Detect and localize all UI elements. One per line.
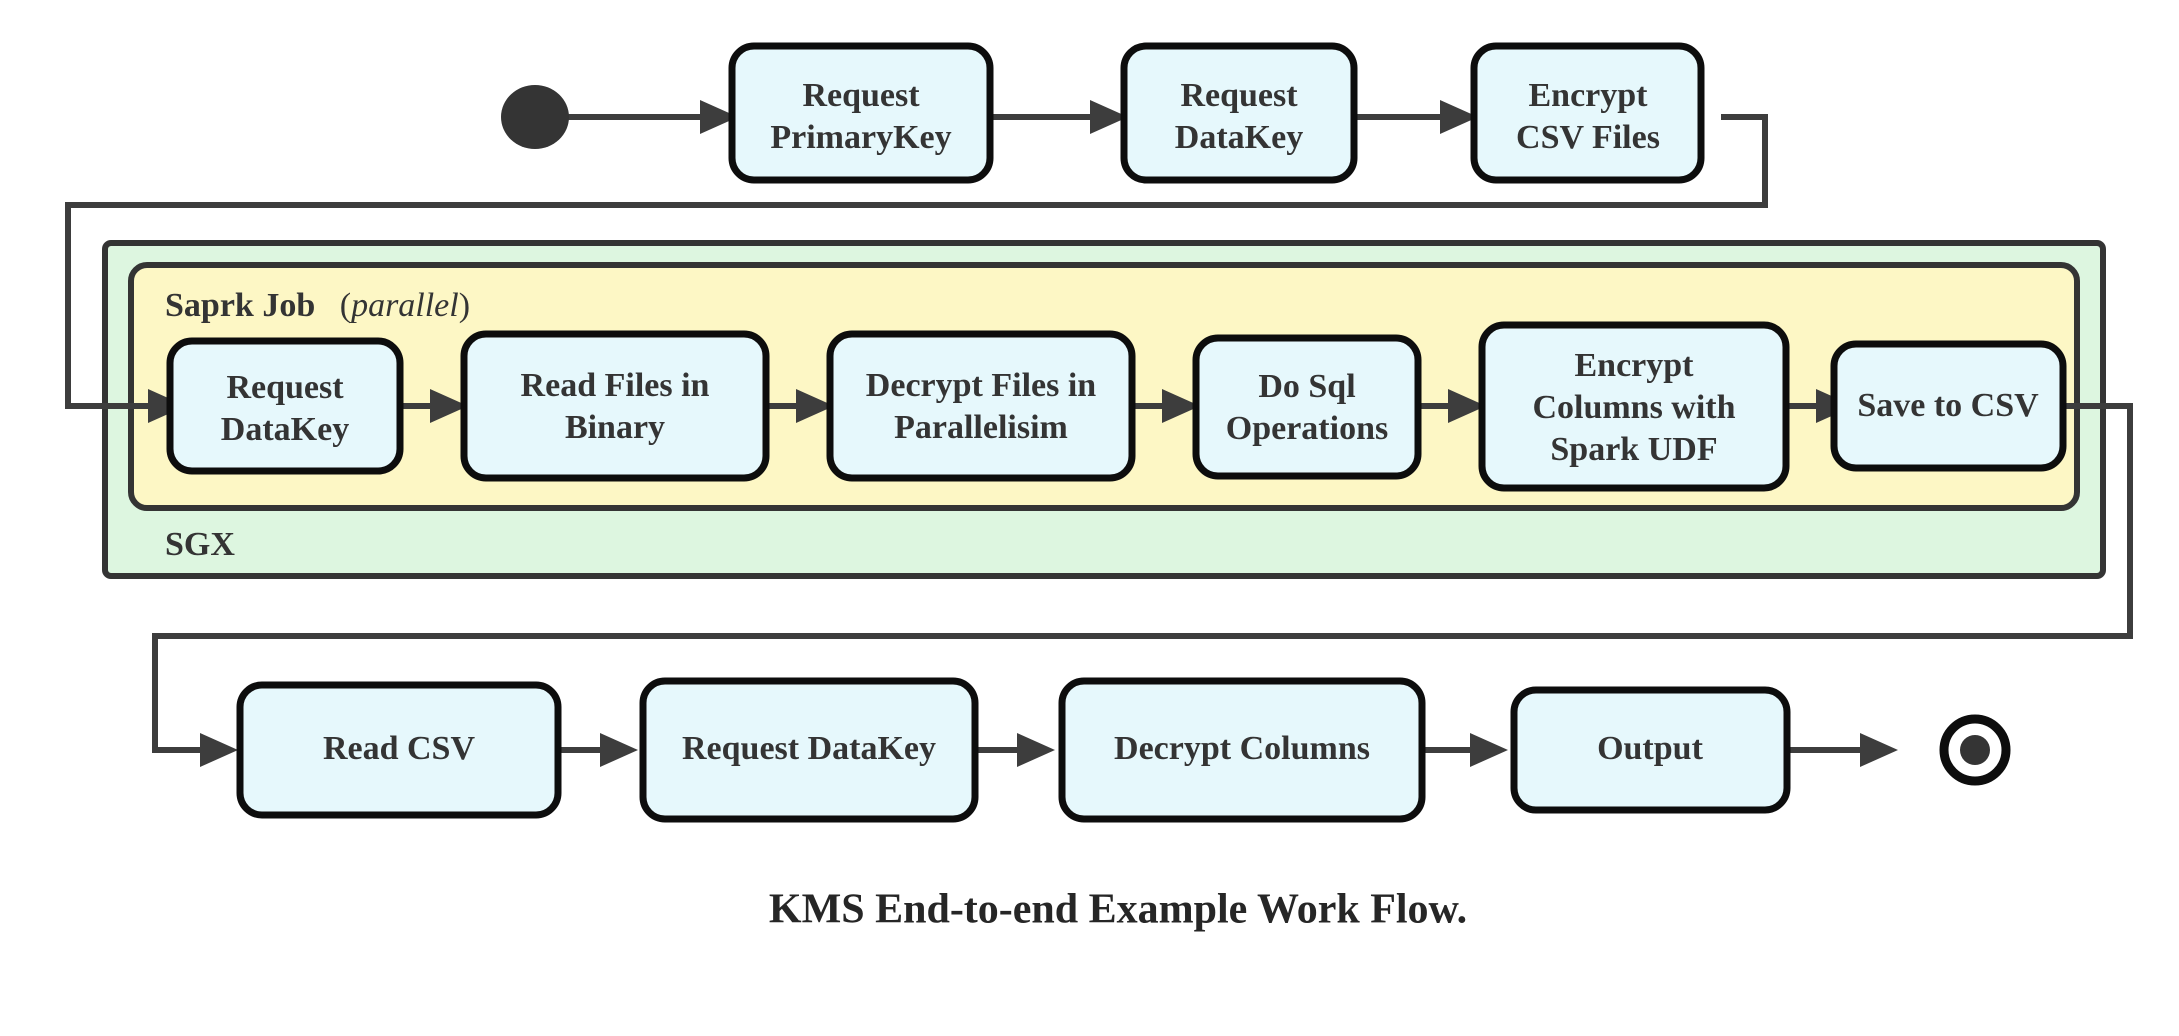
node-request-datakey-top[interactable]: Request DataKey	[1120, 42, 1358, 184]
edge-read-csv-to-request-datakey-bottom	[558, 733, 638, 767]
node-encrypt-csv-files-shape[interactable]	[1470, 42, 1705, 184]
node-encrypt-csv-files[interactable]: Encrypt CSV Files	[1470, 42, 1705, 184]
node-save-to-csv-shape[interactable]	[1830, 340, 2067, 472]
container-spark-job-label: Saprk Job (parallel)	[165, 287, 470, 324]
node-request-primarykey[interactable]: Request PrimaryKey	[728, 42, 994, 184]
node-request-datakey-mid[interactable]: Request DataKey	[166, 337, 404, 475]
edge-save-to-csv-to-read-csv	[152, 403, 2133, 767]
node-output[interactable]: Output	[1510, 686, 1791, 814]
node-do-sql-operations-shape[interactable]	[1192, 334, 1422, 480]
edge-output-to-end	[1787, 733, 1898, 767]
container-spark-job-label-paren-close: )	[459, 287, 470, 324]
node-output-line-0: Output	[1597, 730, 1703, 767]
node-request-datakey-top-line-1: DataKey	[1175, 119, 1303, 156]
node-request-primarykey-shape[interactable]	[728, 42, 994, 184]
node-read-files-in-binary-shape[interactable]	[460, 330, 770, 482]
node-read-csv-shape[interactable]	[236, 681, 562, 819]
node-encrypt-csv-files-line-0: Encrypt	[1529, 77, 1649, 114]
node-read-csv-line-0: Read CSV	[323, 730, 476, 767]
node-encrypt-columns-with-spark-udf[interactable]: Encrypt Columns with Spark UDF	[1478, 321, 1790, 492]
node-request-datakey-mid-shape[interactable]	[166, 337, 404, 475]
node-output-shape[interactable]	[1510, 686, 1791, 814]
node-request-datakey-bottom-shape[interactable]	[639, 677, 979, 823]
node-read-csv[interactable]: Read CSV	[236, 681, 562, 819]
node-request-primarykey-line-1: PrimaryKey	[770, 119, 951, 156]
edge-do-sql-operations-to-encrypt-columns	[1418, 389, 1486, 423]
node-decrypt-columns-shape[interactable]	[1058, 677, 1426, 823]
node-do-sql-operations-line-1: Operations	[1226, 410, 1388, 447]
node-request-datakey-bottom[interactable]: Request DataKey	[639, 677, 979, 823]
node-decrypt-columns[interactable]: Decrypt Columns	[1058, 677, 1426, 823]
container-spark-job-label-main: Saprk Job	[165, 287, 315, 324]
diagram-caption: KMS End-to-end Example Work Flow.	[769, 887, 1467, 933]
node-encrypt-columns-with-spark-udf-line-2: Spark UDF	[1550, 431, 1717, 468]
start-node-icon	[501, 85, 569, 149]
edge-decrypt-files-to-do-sql-operations	[1132, 389, 1200, 423]
edge-request-datakey-bottom-to-decrypt-columns	[975, 733, 1055, 767]
node-encrypt-columns-with-spark-udf-line-1: Columns with	[1532, 389, 1735, 426]
node-do-sql-operations[interactable]: Do Sql Operations	[1192, 334, 1422, 480]
container-sgx-label: SGX	[165, 526, 235, 563]
end-node-icon-inner	[1960, 735, 1990, 765]
node-request-datakey-mid-line-1: DataKey	[221, 411, 349, 448]
node-decrypt-columns-line-0: Decrypt Columns	[1114, 730, 1370, 767]
node-request-datakey-mid-line-0: Request	[226, 369, 344, 406]
node-read-files-in-binary[interactable]: Read Files in Binary	[460, 330, 770, 482]
node-encrypt-columns-with-spark-udf-line-0: Encrypt	[1575, 347, 1695, 384]
edge-start-to-request-primarykey	[562, 100, 738, 134]
node-request-datakey-top-shape[interactable]	[1120, 42, 1358, 184]
edge-read-files-in-binary-to-decrypt-files	[766, 389, 834, 423]
node-encrypt-csv-files-line-1: CSV Files	[1516, 119, 1660, 156]
edge-decrypt-columns-to-output	[1422, 733, 1508, 767]
node-read-files-in-binary-line-0: Read Files in	[521, 367, 710, 404]
node-decrypt-files-in-parallelisim[interactable]: Decrypt Files in Parallelisim	[826, 330, 1136, 482]
node-encrypt-columns-with-spark-udf-shape[interactable]	[1478, 321, 1790, 492]
container-spark-job-label-paren-open: (	[340, 287, 351, 324]
edge-request-datakey-mid-to-read-files-in-binary	[400, 389, 468, 423]
node-request-datakey-bottom-line-0: Request DataKey	[682, 730, 936, 767]
node-do-sql-operations-line-0: Do Sql	[1258, 368, 1355, 405]
node-save-to-csv[interactable]: Save to CSV	[1830, 340, 2067, 472]
node-request-datakey-top-line-0: Request	[1180, 77, 1298, 114]
node-decrypt-files-in-parallelisim-line-1: Parallelisim	[894, 409, 1068, 446]
node-save-to-csv-line-0: Save to CSV	[1857, 387, 2039, 424]
node-request-primarykey-line-0: Request	[802, 77, 920, 114]
container-spark-job-label-italic: parallel	[349, 287, 459, 324]
node-decrypt-files-in-parallelisim-line-0: Decrypt Files in	[866, 367, 1096, 404]
node-decrypt-files-in-parallelisim-shape[interactable]	[826, 330, 1136, 482]
node-read-files-in-binary-line-1: Binary	[565, 409, 665, 446]
